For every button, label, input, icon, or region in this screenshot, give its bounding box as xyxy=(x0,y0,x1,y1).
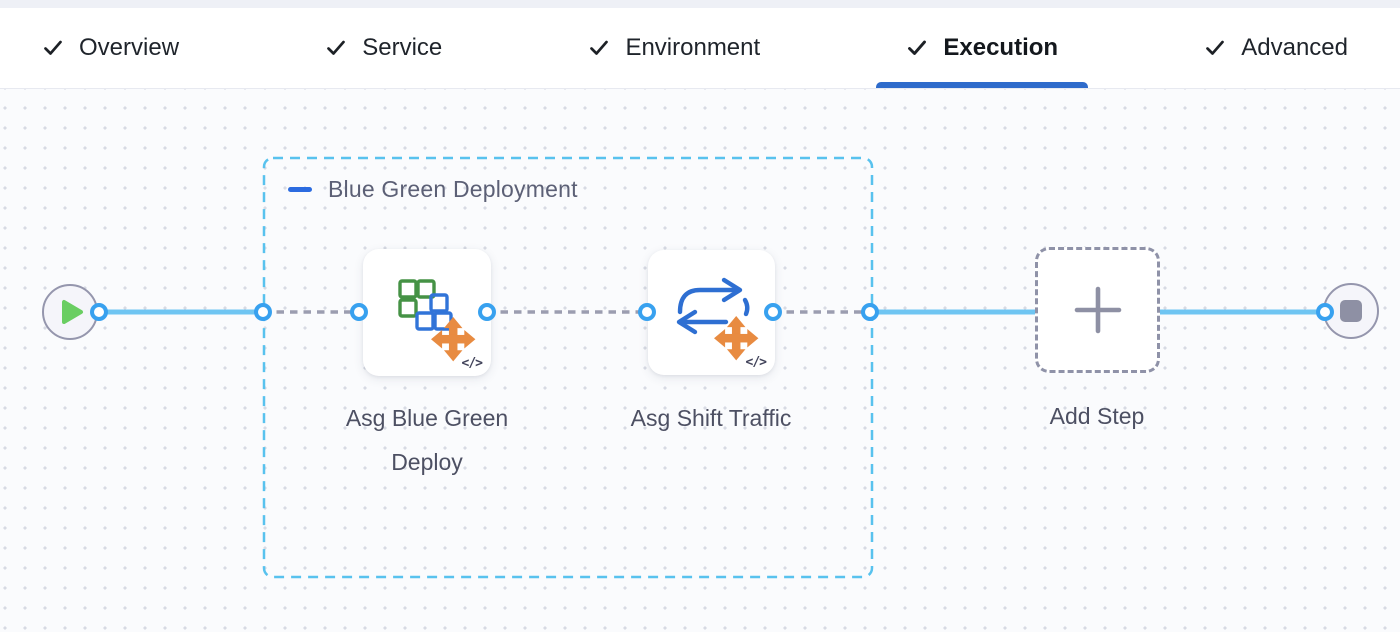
check-icon xyxy=(590,40,609,55)
plus-icon xyxy=(1074,286,1121,334)
tab-execution[interactable]: Execution xyxy=(876,8,1088,88)
minus-icon xyxy=(287,187,312,192)
code-icon: </> xyxy=(745,355,768,370)
add-step-label: Add Step xyxy=(1049,403,1145,429)
step-group-title: Blue Green Deployment xyxy=(328,176,578,202)
tab-label: Environment xyxy=(625,34,761,61)
port[interactable] xyxy=(638,303,656,321)
tab-service[interactable]: Service xyxy=(325,8,442,88)
move-arrows-icon xyxy=(431,317,476,362)
port[interactable] xyxy=(764,303,782,321)
tab-label: Service xyxy=(362,34,443,61)
check-icon xyxy=(1206,40,1225,55)
tab-advanced[interactable]: Advanced xyxy=(1204,8,1348,88)
stage-tabbar: Overview Service Environment Execution A… xyxy=(0,8,1400,89)
port[interactable] xyxy=(350,303,368,321)
tab-label: Execution xyxy=(943,34,1059,61)
asg-blue-green-deploy-icon xyxy=(398,279,476,362)
port[interactable] xyxy=(478,303,496,321)
check-icon xyxy=(44,40,62,55)
step-group-header: Blue Green Deployment xyxy=(287,176,578,203)
port[interactable] xyxy=(254,303,272,321)
add-step-button[interactable] xyxy=(1035,247,1160,373)
tab-label: Advanced xyxy=(1241,34,1348,61)
top-strip xyxy=(0,0,1400,8)
collapse-group-button[interactable] xyxy=(287,177,312,202)
step-label: Asg Shift Traffic xyxy=(630,405,792,431)
tab-overview[interactable]: Overview xyxy=(42,8,179,88)
step-label: Asg Blue Green Deploy xyxy=(345,405,509,476)
check-icon xyxy=(908,40,927,55)
port[interactable] xyxy=(90,303,108,321)
step-node-asg-shift-traffic[interactable]: </> xyxy=(648,250,775,375)
check-icon xyxy=(327,40,346,55)
port[interactable] xyxy=(861,303,879,321)
tab-label: Overview xyxy=(79,34,180,61)
step-node-asg-blue-green-deploy[interactable]: </> xyxy=(363,249,491,376)
tab-environment[interactable]: Environment xyxy=(588,8,760,88)
port[interactable] xyxy=(1316,303,1334,321)
code-icon: </> xyxy=(461,356,484,371)
